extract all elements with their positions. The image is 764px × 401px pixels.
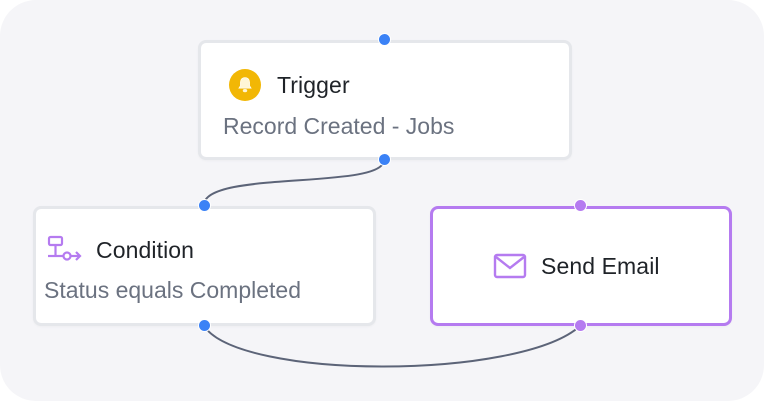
send-email-node[interactable]: Send Email <box>430 206 732 326</box>
mail-icon <box>493 253 527 279</box>
condition-input-handle[interactable] <box>198 199 211 212</box>
edge-condition-to-send-email[interactable] <box>203 325 581 368</box>
trigger-node-header: Trigger <box>229 69 350 101</box>
bell-icon <box>229 69 261 101</box>
trigger-title: Trigger <box>277 71 350 98</box>
send-email-title: Send Email <box>541 252 660 279</box>
edge-trigger-to-condition[interactable] <box>203 159 385 206</box>
trigger-input-handle[interactable] <box>378 33 391 46</box>
condition-output-handle[interactable] <box>198 319 211 332</box>
send-email-output-handle[interactable] <box>574 319 587 332</box>
condition-title: Condition <box>96 236 195 263</box>
trigger-node[interactable]: Trigger Record Created - Jobs <box>198 40 572 160</box>
send-email-node-header: Send Email <box>493 252 660 280</box>
condition-flow-icon <box>47 235 82 261</box>
send-email-input-handle[interactable] <box>574 199 587 212</box>
condition-subtitle: Status equals Completed <box>44 277 301 303</box>
condition-node-header: Condition <box>46 235 194 265</box>
trigger-output-handle[interactable] <box>378 153 391 166</box>
condition-node[interactable]: Condition Status equals Completed <box>33 206 376 326</box>
trigger-subtitle: Record Created - Jobs <box>223 113 455 139</box>
